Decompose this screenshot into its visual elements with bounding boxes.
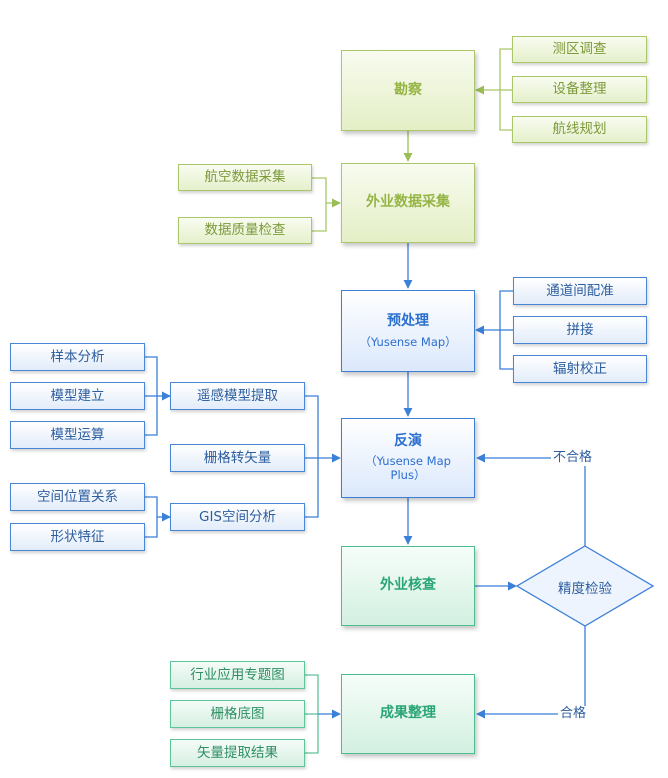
gis-inputs-connector bbox=[145, 496, 171, 538]
node-label: 模型建立 bbox=[50, 387, 105, 404]
inversion-node: 反演 （Yusense Map Plus） bbox=[341, 418, 475, 498]
fail-edge-label: 不合格 bbox=[551, 450, 595, 466]
fail-loop-arrow bbox=[476, 453, 586, 546]
node-label: 设备整理 bbox=[552, 81, 607, 98]
results-outputs-connector bbox=[305, 674, 341, 754]
gis-input-spatial-relation: 空间位置关系 bbox=[10, 483, 145, 511]
preprocess-input-registration: 通道间配准 bbox=[513, 277, 647, 305]
node-label: 测区调查 bbox=[552, 41, 607, 58]
method-gis-analysis: GIS空间分析 bbox=[170, 503, 305, 531]
node-label: 模型运算 bbox=[50, 426, 105, 443]
output-thematic-map: 行业应用专题图 bbox=[170, 661, 305, 689]
node-label: 遥感模型提取 bbox=[197, 387, 278, 404]
node-label: 拼接 bbox=[566, 321, 594, 338]
node-label: 样本分析 bbox=[50, 348, 105, 365]
node-label: 通道间配准 bbox=[546, 282, 614, 299]
node-label: 行业应用专题图 bbox=[190, 666, 285, 683]
node-label: 形状特征 bbox=[50, 528, 105, 545]
preprocess-input-mosaic: 拼接 bbox=[513, 316, 647, 344]
survey-input-route-planning: 航线规划 bbox=[512, 116, 647, 143]
collection-input-aerial-data: 航空数据采集 bbox=[178, 164, 312, 191]
accuracy-check-label: 精度检验 bbox=[558, 581, 612, 597]
survey-input-equipment-prep: 设备整理 bbox=[512, 76, 647, 103]
accuracy-check-diamond bbox=[515, 545, 655, 627]
node-label: GIS空间分析 bbox=[198, 508, 276, 525]
collection-inputs-connector bbox=[312, 177, 341, 232]
pass-edge-label: 合格 bbox=[558, 706, 589, 722]
rs-input-model-computation: 模型运算 bbox=[10, 421, 145, 449]
node-label: 航线规划 bbox=[552, 121, 607, 138]
node-label: 辐射校正 bbox=[553, 360, 607, 377]
collection-input-quality-check: 数据质量检查 bbox=[178, 217, 312, 244]
node-title: 勘察 bbox=[394, 81, 422, 98]
gis-input-shape-feature: 形状特征 bbox=[10, 523, 145, 551]
preprocess-node: 预处理 （Yusense Map） bbox=[341, 290, 475, 372]
field-check-node: 外业核查 bbox=[341, 546, 475, 626]
method-remote-sensing-model: 遥感模型提取 bbox=[170, 382, 305, 410]
preprocess-input-radiometric-correction: 辐射校正 bbox=[513, 355, 647, 383]
survey-node: 勘察 bbox=[341, 50, 475, 131]
results-node: 成果整理 bbox=[341, 674, 475, 754]
pass-arrow bbox=[476, 626, 586, 719]
rs-input-sample-analysis: 样本分析 bbox=[10, 343, 145, 371]
node-title: 外业核查 bbox=[380, 577, 436, 594]
method-raster-to-vector: 栅格转矢量 bbox=[170, 444, 305, 472]
node-title: 反演 bbox=[394, 433, 422, 450]
field-collection-node: 外业数据采集 bbox=[341, 163, 475, 243]
node-label: 栅格底图 bbox=[210, 705, 265, 722]
node-label: 空间位置关系 bbox=[37, 488, 118, 505]
node-label: 矢量提取结果 bbox=[197, 744, 278, 761]
output-vector-results: 矢量提取结果 bbox=[170, 739, 305, 767]
node-title: 成果整理 bbox=[380, 705, 436, 722]
methods-connector bbox=[305, 395, 341, 518]
node-label: 航空数据采集 bbox=[204, 169, 286, 186]
rs-input-model-building: 模型建立 bbox=[10, 382, 145, 410]
node-title: 外业数据采集 bbox=[366, 194, 450, 211]
node-label: 数据质量检查 bbox=[204, 222, 286, 239]
survey-inputs-connector bbox=[475, 48, 512, 131]
node-subtitle: （Yusense Map） bbox=[359, 334, 457, 349]
output-raster-basemap: 栅格底图 bbox=[170, 700, 305, 728]
preprocess-inputs-connector bbox=[475, 290, 513, 370]
node-subtitle: （Yusense Map Plus） bbox=[365, 453, 451, 483]
node-label: 栅格转矢量 bbox=[203, 449, 272, 466]
survey-input-area-investigation: 测区调查 bbox=[512, 36, 647, 63]
node-title: 预处理 bbox=[387, 313, 429, 330]
remote-sensing-inputs-connector bbox=[145, 356, 171, 436]
